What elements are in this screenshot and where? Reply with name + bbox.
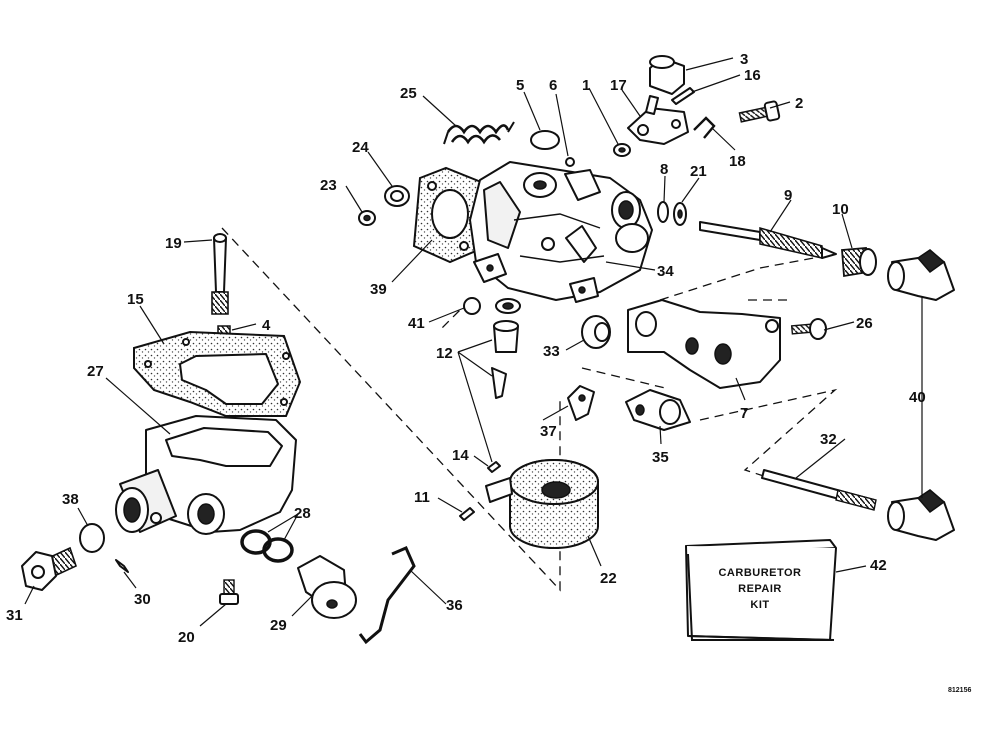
callout-27: 27 (87, 363, 104, 380)
callout-10: 10 (832, 201, 849, 218)
callout-32: 32 (820, 431, 837, 448)
callout-17: 17 (610, 77, 627, 94)
part-37-clip (567, 385, 595, 421)
part-17-lever (627, 95, 689, 145)
callout-26: 26 (856, 315, 873, 332)
callout-19: 19 (165, 235, 182, 252)
callout-1: 1 (582, 77, 590, 94)
callout-35: 35 (652, 449, 669, 466)
callout-12: 12 (436, 345, 453, 362)
figure-code: 812156 (948, 687, 971, 694)
part-11-pin (459, 507, 475, 521)
part-30-pin (115, 559, 129, 573)
part-28-o-rings (240, 529, 294, 563)
leader-lines (24, 57, 923, 627)
callout-30: 30 (134, 591, 151, 608)
part-31-drain-plug (21, 546, 77, 591)
part-5-plug (530, 130, 560, 150)
callout-21: 21 (690, 163, 707, 180)
callout-16: 16 (744, 67, 761, 84)
callout-25: 25 (400, 85, 417, 102)
part-9-needle (699, 221, 837, 259)
callout-38: 38 (62, 491, 79, 508)
part-39-flange-gasket (412, 166, 488, 264)
callout-33: 33 (543, 343, 560, 360)
part-41-ball (463, 297, 481, 315)
part-3-cap (649, 55, 685, 95)
callout-8: 8 (660, 161, 668, 178)
callout-labels: 3 16 2 17 1 18 5 6 25 24 23 39 8 21 9 10… (6, 51, 926, 646)
part-21-washer (673, 202, 687, 226)
part-25-spring (443, 121, 515, 145)
part-40-knob-upper (887, 249, 955, 301)
part-34-carburetor-body (469, 161, 653, 303)
callout-22: 22 (600, 570, 617, 587)
part-18-clip (693, 116, 716, 139)
part-33-bushing (581, 315, 611, 349)
callout-23: 23 (320, 177, 337, 194)
part-29-valve (297, 555, 357, 619)
callout-3: 3 (740, 51, 748, 68)
callout-11: 11 (414, 489, 430, 506)
callout-39: 39 (370, 281, 387, 298)
callout-28: 28 (294, 505, 311, 522)
part-32-rod (761, 469, 877, 511)
callout-6: 6 (549, 77, 557, 94)
part-24-ring (384, 185, 410, 207)
part-35-link (625, 389, 691, 431)
callout-36: 36 (446, 597, 463, 614)
callout-29: 29 (270, 617, 287, 634)
callout-41: 41 (408, 315, 425, 332)
part-8-washer (657, 201, 669, 223)
kit-label-line2: REPAIR (738, 583, 782, 595)
part-42-repair-kit (685, 539, 837, 641)
part-10-packing-nut (841, 247, 877, 278)
callout-9: 9 (784, 187, 792, 204)
kit-label-line3: KIT (750, 599, 769, 611)
part-19-screw (211, 233, 229, 315)
callout-15: 15 (127, 291, 144, 308)
callout-42: 42 (870, 557, 887, 574)
callout-5: 5 (516, 77, 524, 94)
callout-14: 14 (452, 447, 469, 464)
part-36-wire-link (358, 546, 416, 645)
part-14-pin (487, 461, 501, 473)
callout-31: 31 (6, 607, 23, 624)
part-22-float (485, 459, 599, 549)
part-40-knob-lower (887, 489, 955, 541)
part-2-screw (738, 100, 781, 123)
part-27-float-bowl (115, 415, 297, 535)
part-16-pin (671, 87, 695, 105)
part-7-bracket (627, 299, 781, 389)
part-20-screw (219, 579, 239, 605)
callout-40: 40 (909, 389, 926, 406)
part-12-needle-seat (491, 298, 521, 399)
callout-37: 37 (540, 423, 557, 440)
callout-34: 34 (657, 263, 674, 280)
callout-4: 4 (262, 317, 271, 334)
callout-24: 24 (352, 139, 369, 156)
kit-label-line1: CARBURETOR (718, 567, 801, 579)
callout-20: 20 (178, 629, 195, 646)
callout-18: 18 (729, 153, 746, 170)
part-26-screw (790, 318, 827, 340)
callout-2: 2 (795, 95, 803, 112)
part-1-washer (613, 143, 631, 157)
callout-7: 7 (740, 405, 748, 422)
part-15-bowl-gasket (133, 330, 302, 417)
part-23-ring (358, 210, 376, 226)
part-38-plug (79, 523, 105, 553)
part-6-ball (565, 157, 575, 167)
